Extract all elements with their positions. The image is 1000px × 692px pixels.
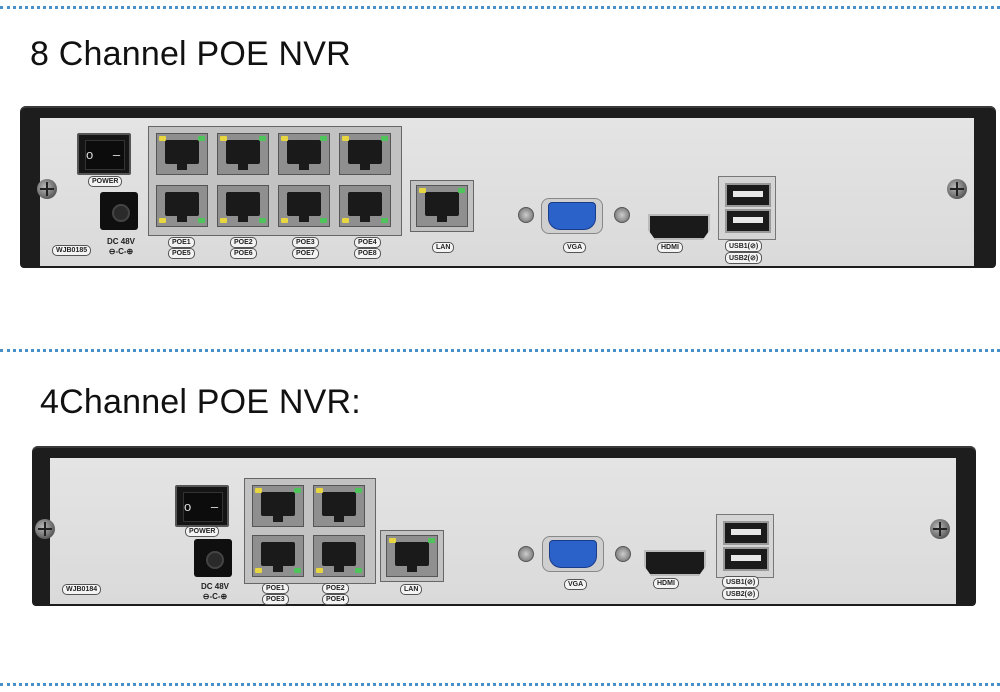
usb2-port[interactable]	[725, 209, 771, 233]
usb2-label: USB2(⊘)	[722, 588, 760, 600]
lan-port-housing	[380, 530, 444, 582]
dc-polarity-symbol: ⊖-C-⊕	[108, 247, 134, 256]
power-rocker-icon: o –	[183, 492, 223, 522]
hdmi-port[interactable]	[644, 550, 706, 576]
poe-label-4: POE4	[322, 594, 349, 605]
vga-label: VGA	[564, 579, 588, 590]
dc-voltage-text: DC 48V	[200, 582, 229, 591]
dc-power-jack[interactable]	[100, 192, 138, 230]
nvr-8-channel: o – POWER DC 48V ⊖-C-⊕ WJB0185 POE1 POE5…	[20, 106, 996, 268]
poe-port-3[interactable]	[278, 133, 330, 175]
poe-port-2[interactable]	[217, 133, 269, 175]
left-screw-icon	[37, 179, 57, 199]
usb1-port[interactable]	[725, 183, 771, 207]
usb1-label: USB1(⊘)	[725, 240, 763, 252]
usb1-port[interactable]	[723, 521, 769, 545]
poe-label-2: POE2	[230, 237, 257, 248]
poe-port-5[interactable]	[156, 185, 208, 227]
heading-8-channel: 8 Channel POE NVR	[30, 35, 351, 73]
vga-left-screw-icon	[518, 546, 534, 562]
poe-port-7[interactable]	[278, 185, 330, 227]
hdmi-port[interactable]	[648, 214, 710, 240]
poe-label-5: POE5	[168, 248, 195, 259]
vga-port[interactable]	[541, 198, 603, 234]
dc-label: DC 48V ⊖-C-⊕	[98, 237, 144, 257]
vga-right-screw-icon	[614, 207, 630, 223]
dc-label: DC 48V ⊖-C-⊕	[192, 582, 238, 602]
usb1-label: USB1(⊘)	[722, 576, 760, 588]
power-rocker-icon: o –	[85, 140, 125, 170]
usb-ports	[716, 514, 774, 578]
right-screw-icon	[947, 179, 967, 199]
poe-port-2[interactable]	[313, 485, 365, 527]
poe-label-2: POE2	[322, 583, 349, 594]
poe-port-block	[244, 478, 376, 584]
poe-port-block	[148, 126, 402, 236]
power-switch[interactable]: o –	[77, 133, 131, 175]
usb-ports	[718, 176, 776, 240]
usb2-port[interactable]	[723, 547, 769, 571]
power-switch[interactable]: o –	[175, 485, 229, 527]
poe-port-6[interactable]	[217, 185, 269, 227]
lan-label: LAN	[400, 584, 423, 595]
poe-port-1[interactable]	[156, 133, 208, 175]
dc-voltage-text: DC 48V	[106, 237, 135, 246]
middle-divider	[0, 349, 1000, 352]
vga-right-screw-icon	[615, 546, 631, 562]
poe-label-3: POE3	[262, 594, 289, 605]
top-divider	[0, 6, 1000, 9]
lan-port[interactable]	[386, 535, 438, 577]
poe-label-8: POE8	[354, 248, 381, 259]
usb2-label: USB2(⊘)	[725, 252, 763, 264]
dc-polarity-symbol: ⊖-C-⊕	[202, 592, 228, 601]
bottom-divider	[0, 683, 1000, 686]
poe-port-4[interactable]	[339, 133, 391, 175]
vga-label: VGA	[563, 242, 587, 253]
left-screw-icon	[35, 519, 55, 539]
vga-port[interactable]	[542, 536, 604, 572]
hdmi-label: HDMI	[657, 242, 683, 253]
lan-port-housing	[410, 180, 474, 232]
power-label: POWER	[185, 526, 220, 537]
lan-label: LAN	[432, 242, 455, 253]
vga-left-screw-icon	[518, 207, 534, 223]
power-label: POWER	[88, 176, 123, 187]
right-screw-icon	[930, 519, 950, 539]
poe-label-1: POE1	[168, 237, 195, 248]
nvr-4-channel: o – POWER DC 48V ⊖-C-⊕ WJB0184 POE1 POE3…	[32, 446, 976, 606]
poe-port-4[interactable]	[313, 535, 365, 577]
poe-port-8[interactable]	[339, 185, 391, 227]
poe-port-1[interactable]	[252, 485, 304, 527]
model-label: WJB0185	[52, 245, 92, 256]
poe-port-3[interactable]	[252, 535, 304, 577]
poe-label-4: POE4	[354, 237, 381, 248]
poe-label-6: POE6	[230, 248, 257, 259]
poe-label-3: POE3	[292, 237, 319, 248]
heading-4-channel: 4Channel POE NVR:	[40, 383, 361, 421]
poe-label-7: POE7	[292, 248, 319, 259]
dc-power-jack[interactable]	[194, 539, 232, 577]
lan-port[interactable]	[416, 185, 468, 227]
model-label: WJB0184	[62, 584, 102, 595]
hdmi-label: HDMI	[653, 578, 679, 589]
poe-label-1: POE1	[262, 583, 289, 594]
